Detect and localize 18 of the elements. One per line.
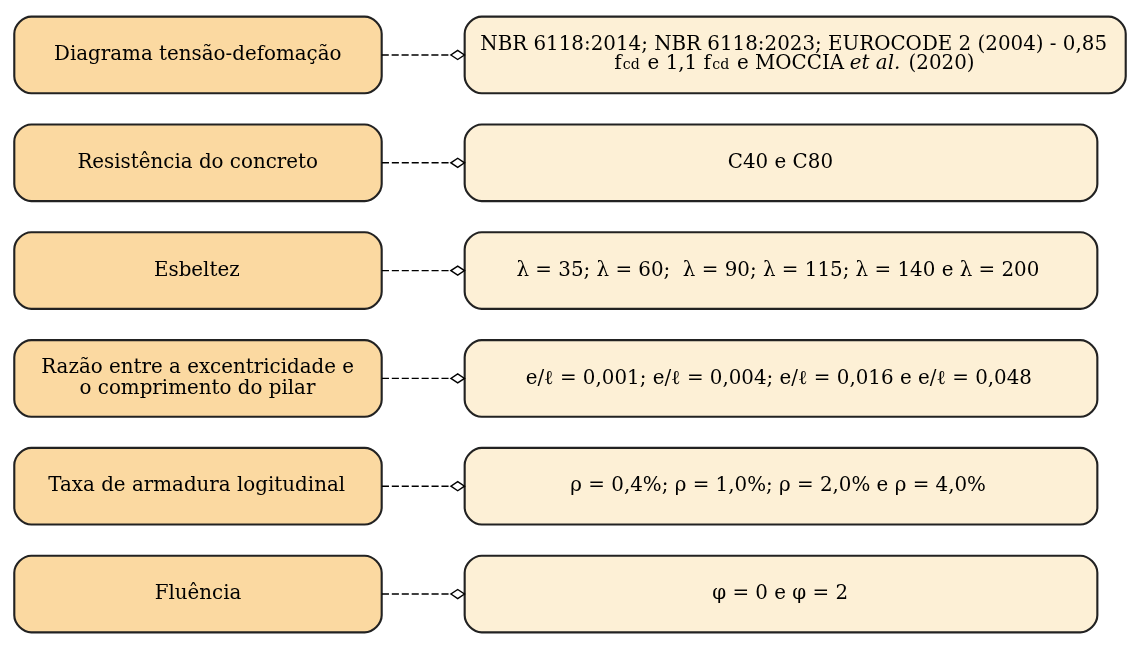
node-box: NBR 6118:2014; NBR 6118:2023; EUROCODE 2 (2004) - 0,85 fcd e 1,1 fcd e MOCCIA et al. (2020) [463,15,1127,94]
node-box: Fluência [13,554,383,633]
node-box: Resistência do concreto [13,122,383,202]
node-box: Razão entre a excentricidade e o comprimento do pilar [13,338,383,418]
node-box: Esbeltez [13,230,383,310]
connector [381,264,466,276]
node-box: e/ℓ = 0,001; e/ℓ = 0,004; e/ℓ = 0,016 e e/ℓ = 0,048 [463,338,1099,418]
connector [381,588,466,599]
node-box: C40 e C80 [463,122,1099,202]
node-box: φ = 0 e φ = 2 [463,554,1099,633]
connector [381,156,466,168]
node-box: ρ = 0,4%; ρ = 1,0%; ρ = 2,0% e ρ = 4,0% [463,446,1099,526]
connector [381,480,466,492]
node-box: λ = 35; λ = 60; λ = 90; λ = 115; λ = 140 e λ = 200 [463,230,1099,310]
node-box: Taxa de armadura logitudinal [13,446,383,526]
connector [381,49,466,60]
connector [381,372,466,384]
node-box: Diagrama tensão-defomação [13,15,383,94]
